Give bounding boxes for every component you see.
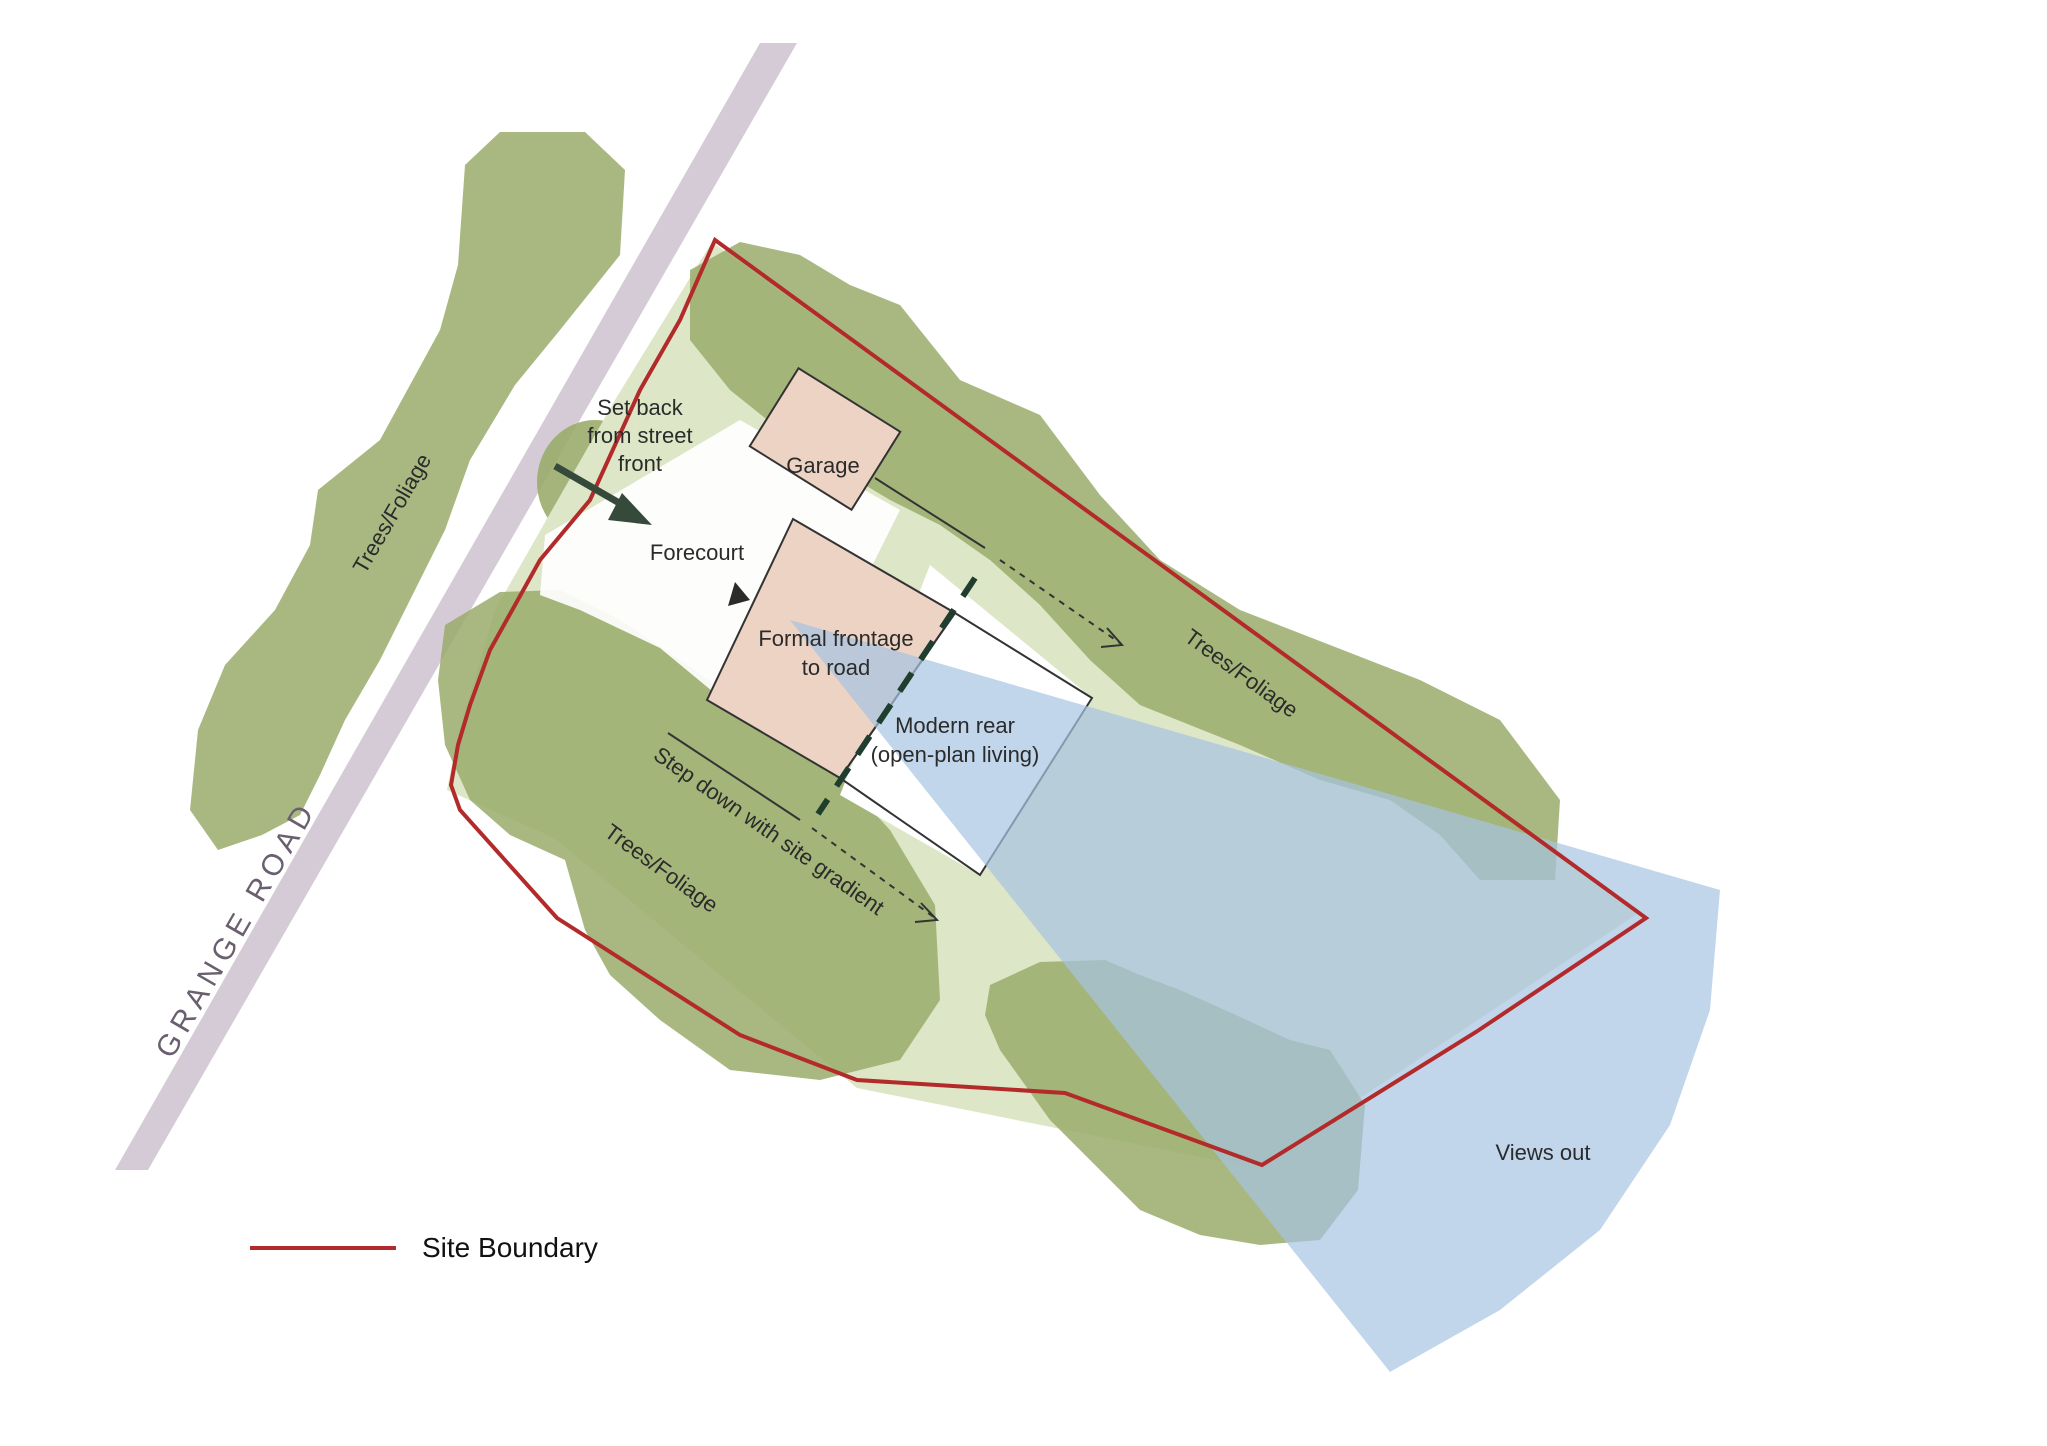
foliage-left (190, 132, 625, 850)
frontage-label-2: to road (802, 655, 871, 680)
setback-arrowhead (608, 493, 652, 525)
upper-axis-line (874, 477, 986, 549)
frontage-label-1: Formal frontage (758, 626, 913, 651)
rear-label-1: Modern rear (895, 713, 1015, 738)
garage-label: Garage (786, 453, 859, 478)
forecourt-label: Forecourt (650, 540, 744, 565)
site-boundary (448, 236, 1650, 1168)
setback-label-2: from street (587, 423, 692, 448)
lower-arrowhead (914, 902, 940, 923)
upper-axis-dotted (999, 559, 1121, 644)
grange-road (115, 43, 797, 1170)
site-boundary-legend-label: Site Boundary (422, 1232, 598, 1263)
forecourt-clearing (540, 420, 900, 710)
foliage-lower-left (438, 590, 940, 1080)
legend: Site Boundary (250, 1232, 598, 1264)
rear-label-2: (open-plan living) (871, 742, 1040, 767)
foliage-upper-right (690, 242, 1560, 880)
views-out-fan (790, 620, 1720, 1372)
entrance-marker (728, 582, 750, 606)
lower-axis-dotted (811, 827, 936, 919)
upper-arrowhead (1100, 627, 1125, 648)
split-dashed-line (815, 576, 978, 816)
views-out-label: Views out (1496, 1140, 1591, 1165)
lower-axis-line (667, 732, 801, 821)
site-boundary-swatch (250, 1246, 396, 1250)
setback-arrow-shaft (553, 462, 630, 512)
garage-block (748, 366, 902, 512)
setback-label-1: Set back (597, 395, 684, 420)
setback-label-3: front (618, 451, 662, 476)
